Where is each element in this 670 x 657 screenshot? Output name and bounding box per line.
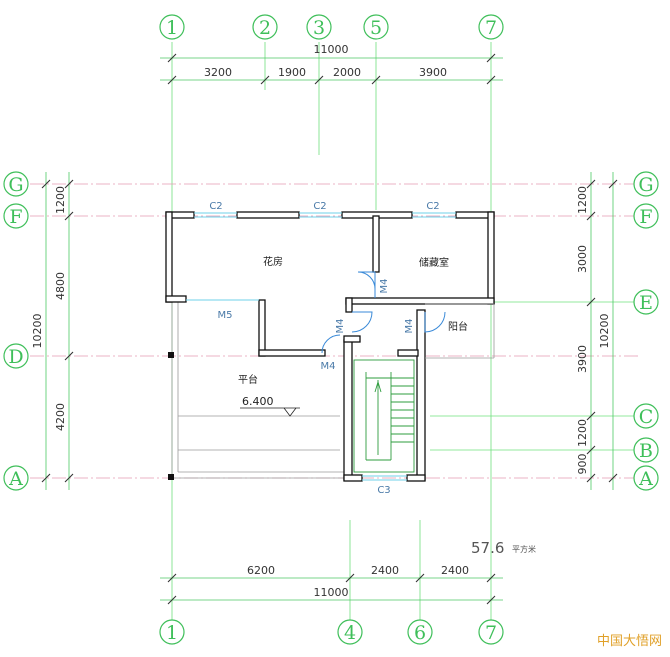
- axis-markers-left: G F D A: [3, 171, 29, 491]
- tag-door-m4-c: M4: [404, 319, 415, 334]
- axis-label-left-A: A: [8, 468, 23, 490]
- platform-outline: [168, 302, 350, 480]
- tag-door-m4-a: M4: [379, 279, 390, 294]
- tag-window-c3: C3: [377, 485, 390, 496]
- dim-left-seg-1: 1200: [54, 186, 67, 214]
- axis-markers-right: G F E C B A: [633, 171, 659, 491]
- axis-label-right-F: F: [639, 206, 652, 228]
- axis-markers-bottom: 1 4 6 7: [159, 619, 504, 645]
- dim-right-seg-5: 900: [576, 454, 589, 475]
- dimension-left-total: 10200: [31, 172, 51, 490]
- tag-window-2: C2: [313, 201, 326, 212]
- axis-label-right-E: E: [639, 292, 653, 314]
- horizontal-axis-lines: [30, 183, 640, 479]
- vertical-grid-lines: [171, 42, 492, 620]
- axis-label-left-G: G: [8, 174, 23, 196]
- axis-label-top-3: 3: [313, 17, 325, 39]
- doors: [321, 271, 446, 354]
- dim-bottom-seg-3: 2400: [441, 564, 469, 577]
- axis-label-bottom-1: 1: [166, 622, 178, 644]
- level-marker: 6.400: [240, 395, 300, 417]
- room-label-platform: 平台: [238, 373, 258, 386]
- dimension-left-segments: 1200 4800 4200: [54, 172, 74, 490]
- dimension-top-total: 11000: [160, 43, 503, 63]
- dim-bottom-seg-1: 6200: [247, 564, 275, 577]
- level-text: 6.400: [242, 395, 274, 408]
- dim-right-seg-1: 1200: [576, 186, 589, 214]
- area-value: 57.6: [471, 539, 504, 557]
- dim-right-seg-3: 3900: [576, 345, 589, 373]
- tag-door-m4-b: M4: [335, 319, 346, 334]
- windows: [186, 212, 456, 481]
- dim-left-seg-3: 4200: [54, 403, 67, 431]
- tag-door-m4-d: M4: [321, 361, 336, 372]
- room-label-flower: 花房: [263, 255, 283, 268]
- dimension-right-segments: 1200 3000 3900 1200 900: [576, 172, 596, 490]
- axis-label-right-B: B: [639, 440, 653, 462]
- dim-right-seg-2: 3000: [576, 245, 589, 273]
- tag-door-m5: M5: [218, 310, 233, 321]
- axis-label-right-A: A: [638, 468, 653, 490]
- dim-top-seg-1: 3200: [204, 66, 232, 79]
- dimension-right-total: 10200: [598, 172, 618, 490]
- dim-bottom-total-text: 11000: [314, 586, 349, 599]
- axis-label-top-5: 5: [370, 17, 382, 39]
- stair: [353, 359, 415, 473]
- area-unit: 平方米: [512, 544, 536, 554]
- axis-label-left-D: D: [8, 346, 23, 368]
- tag-window-3: C2: [426, 201, 439, 212]
- axis-label-bottom-6: 6: [414, 622, 426, 644]
- walls: [165, 211, 495, 482]
- dim-right-total-text: 10200: [598, 314, 611, 349]
- dim-right-seg-4: 1200: [576, 419, 589, 447]
- axis-label-top-2: 2: [259, 17, 271, 39]
- axis-label-right-C: C: [639, 406, 654, 428]
- dim-top-seg-3: 2000: [333, 66, 361, 79]
- axis-label-top-7: 7: [485, 17, 497, 39]
- dimension-top-segments: 3200 1900 2000 3900: [160, 66, 503, 85]
- dim-top-seg-4: 3900: [419, 66, 447, 79]
- dim-bottom-seg-2: 2400: [371, 564, 399, 577]
- room-label-balcony: 阳台: [448, 320, 468, 333]
- dim-top-seg-2: 1900: [278, 66, 306, 79]
- dim-top-total-text: 11000: [314, 43, 349, 56]
- tag-window-1: C2: [209, 201, 222, 212]
- dimension-bottom-total: 11000: [160, 586, 503, 605]
- dimension-bottom-segments: 6200 2400 2400: [160, 564, 503, 583]
- axis-markers-top: 1 2 3 5 7: [159, 14, 504, 40]
- axis-label-top-1: 1: [166, 17, 178, 39]
- axis-label-bottom-4: 4: [344, 622, 356, 644]
- axis-label-right-G: G: [638, 174, 653, 196]
- room-label-storage: 储藏室: [419, 256, 449, 269]
- watermark-text: 中国大悟网: [597, 634, 662, 649]
- dim-left-total-text: 10200: [31, 314, 44, 349]
- axis-label-left-F: F: [9, 206, 22, 228]
- axis-label-bottom-7: 7: [485, 622, 497, 644]
- dim-left-seg-2: 4800: [54, 272, 67, 300]
